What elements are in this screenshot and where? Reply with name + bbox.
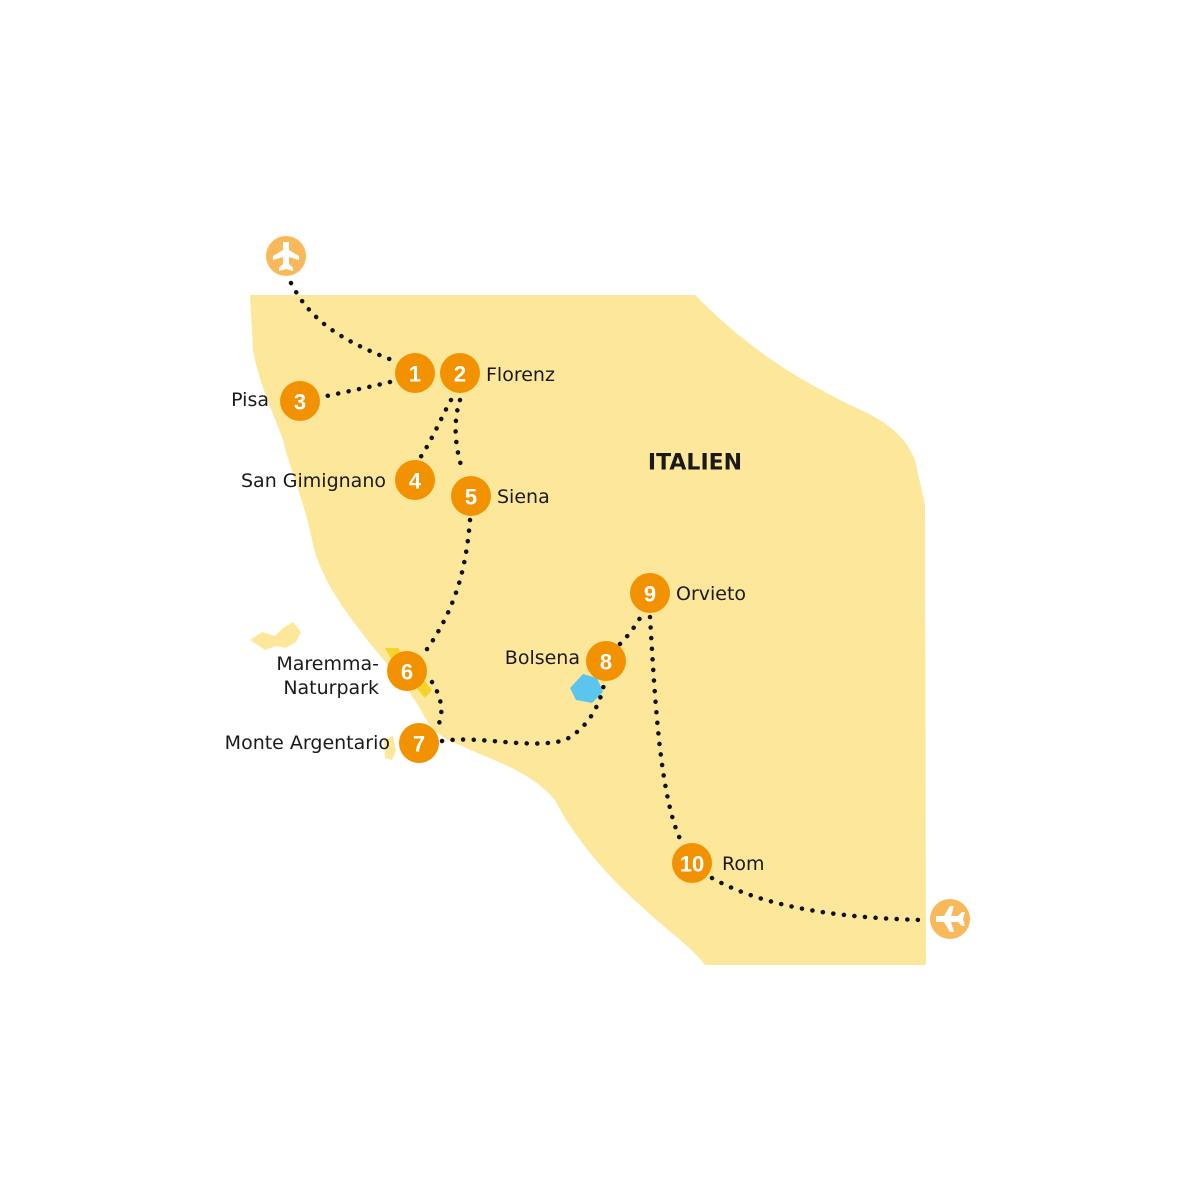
island-shape	[250, 622, 301, 650]
route-7-to-8	[439, 681, 607, 746]
place-label-maremma-line-1: Maremma-	[276, 653, 379, 675]
route-2-to-4	[417, 397, 454, 461]
route-1-to-3	[319, 379, 393, 400]
airplane-icon	[273, 242, 299, 271]
place-label-rom: Rom	[722, 853, 764, 875]
route-9-to-10	[647, 614, 685, 846]
stop-number: 5	[465, 485, 477, 510]
stop-marker-9: 9	[630, 573, 670, 613]
stop-marker-7: 7	[399, 723, 439, 763]
route-6-to-7	[429, 679, 444, 729]
promontory-shape	[384, 736, 396, 760]
stop-number: 4	[409, 469, 422, 494]
place-label-florenz: Florenz	[486, 364, 555, 386]
stop-marker-1: 1	[395, 353, 435, 393]
stop-marker-10: 10	[672, 843, 712, 883]
stop-number: 1	[409, 362, 421, 387]
place-label-siena: Siena	[497, 486, 550, 508]
place-label-maremma-line-2: Naturpark	[283, 677, 379, 699]
airport-departure	[930, 899, 970, 939]
country-label: ITALIEN	[648, 451, 742, 476]
route-10-to-airport	[709, 875, 928, 923]
stop-number: 7	[413, 732, 425, 757]
stop-marker-3: 3	[280, 381, 320, 421]
stop-number: 3	[294, 390, 306, 415]
place-label-san-gimignano: San Gimignano	[241, 470, 386, 492]
stop-marker-4: 4	[395, 460, 435, 500]
place-label-orvieto: Orvieto	[676, 583, 746, 605]
lake-icon	[570, 674, 603, 703]
stop-number: 6	[401, 660, 413, 685]
stop-number: 9	[644, 582, 656, 607]
stop-number: 2	[454, 362, 466, 387]
place-label-monte-argentario: Monte Argentario	[225, 732, 390, 754]
stop-marker-2: 2	[440, 353, 480, 393]
route-lines	[288, 280, 928, 923]
place-label-pisa: Pisa	[231, 389, 269, 411]
stop-number: 8	[600, 650, 612, 675]
route-8-to-9	[617, 615, 643, 647]
stop-number: 10	[680, 852, 704, 877]
airplane-icon	[936, 906, 965, 932]
stop-marker-8: 8	[586, 641, 626, 681]
place-label-bolsena: Bolsena	[505, 647, 580, 669]
land-area	[250, 295, 926, 965]
stop-marker-6: 6	[387, 651, 427, 691]
stop-marker-5: 5	[451, 476, 491, 516]
airport-arrival	[266, 236, 306, 276]
